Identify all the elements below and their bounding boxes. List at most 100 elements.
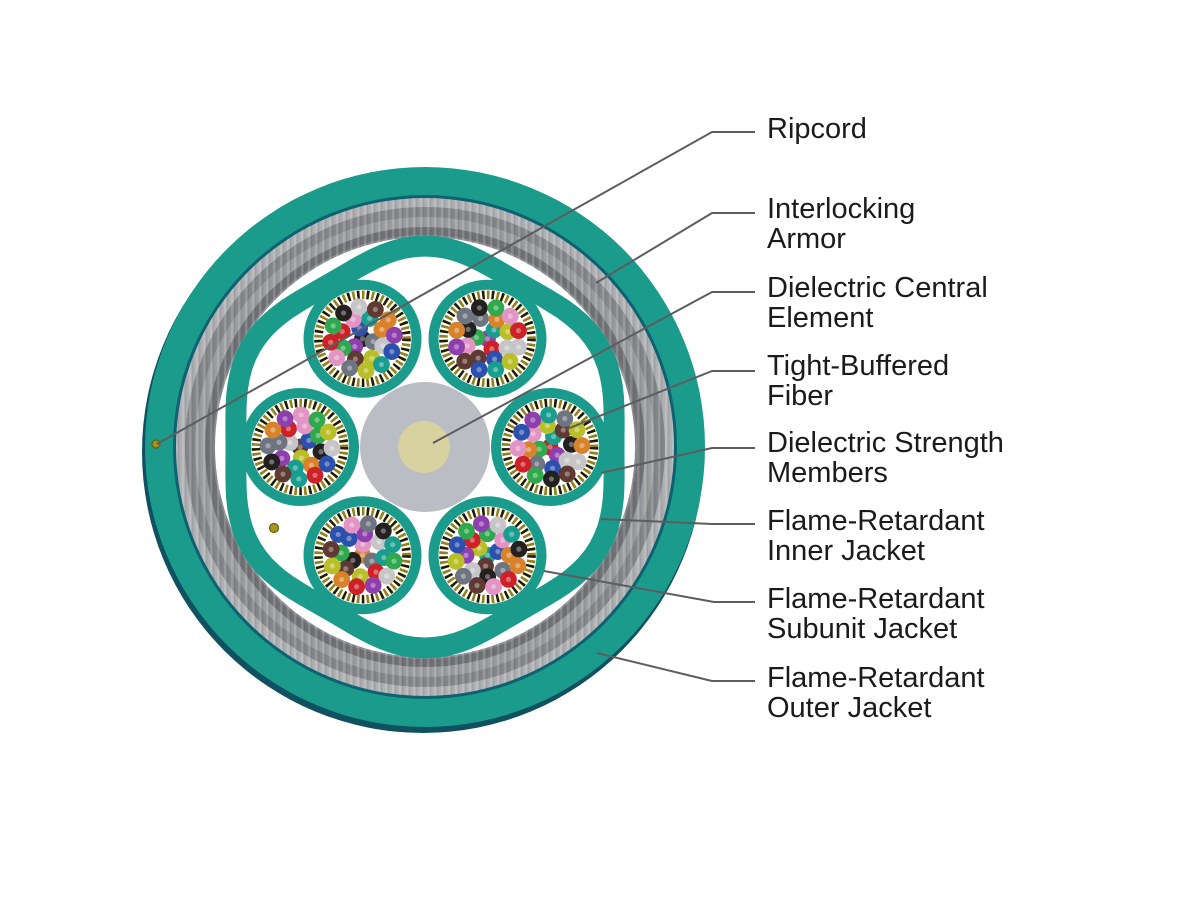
tight-buffered-fiber-dot xyxy=(323,557,341,575)
fiber-center-dot xyxy=(534,461,540,467)
fiber-center-dot xyxy=(329,445,335,451)
label-flame-retardant-subunit-jacket: Flame-Retardant Subunit Jacket xyxy=(767,583,985,645)
fiber-center-dot xyxy=(462,358,468,364)
fiber-center-dot xyxy=(298,455,304,461)
tight-buffered-fiber-dot xyxy=(343,516,361,534)
fiber-center-dot xyxy=(352,343,358,350)
tight-buffered-fiber-dot xyxy=(329,526,347,543)
leader-line xyxy=(543,570,755,603)
fiber-center-dot xyxy=(350,316,356,322)
tight-buffered-fiber-dot xyxy=(500,571,517,588)
fiber-center-dot xyxy=(516,546,522,552)
fiber-center-dot xyxy=(469,537,475,543)
tight-buffered-fiber-dot xyxy=(556,410,574,428)
fiber-center-dot xyxy=(509,531,515,537)
tight-buffered-fiber-dot xyxy=(448,536,466,554)
fiber-center-dot xyxy=(495,522,501,528)
leader-line xyxy=(156,131,755,445)
fiber-center-dot xyxy=(462,313,468,319)
fiber-center-dot xyxy=(380,528,386,534)
fiber-center-dot xyxy=(515,328,522,334)
tight-buffered-fiber-dot xyxy=(290,470,308,488)
leader-line xyxy=(566,370,755,430)
fiber-center-dot xyxy=(575,459,581,465)
tight-buffered-fiber-dot xyxy=(324,317,342,335)
tight-buffered-fiber-dot xyxy=(473,515,490,533)
fiber-center-dot xyxy=(465,326,471,332)
label-dielectric-strength-members: Dielectric Strength Members xyxy=(767,427,1004,489)
fiber-center-dot xyxy=(379,326,385,333)
fiber-center-dot xyxy=(391,332,397,338)
tight-buffered-fiber-dot xyxy=(573,437,591,454)
fiber-center-dot xyxy=(568,441,574,448)
leader-line xyxy=(600,518,755,525)
dielectric-strength-members-ring-dark xyxy=(314,507,411,604)
fiber-center-dot xyxy=(519,429,525,435)
leader-line xyxy=(600,447,755,474)
fiber-center-dot xyxy=(265,443,271,449)
tight-buffered-fiber-dot xyxy=(373,356,390,373)
fiber-center-dot xyxy=(550,433,557,440)
fiber-center-dot xyxy=(484,552,491,558)
fiber-center-dot xyxy=(485,574,491,580)
fiber-center-dot xyxy=(476,367,482,373)
fiber-center-dot xyxy=(495,548,501,555)
fiber-center-dot xyxy=(460,573,466,579)
fiber-center-dot xyxy=(312,472,318,478)
fiber-center-dot xyxy=(475,355,481,361)
fiber-center-dot xyxy=(530,417,536,423)
tight-buffered-fiber-dot xyxy=(357,362,375,379)
fiber-center-dot xyxy=(359,552,366,558)
fiber-center-dot xyxy=(389,349,395,355)
fiber-center-dot xyxy=(454,327,460,333)
tight-buffered-fiber-dot xyxy=(501,353,519,370)
fiber-center-dot xyxy=(339,576,345,583)
fiber-center-dot xyxy=(564,471,570,477)
tight-buffered-fiber-dot xyxy=(341,359,359,377)
fiber-center-dot xyxy=(354,584,360,590)
fiber-center-dot xyxy=(506,552,512,558)
fiber-center-dot xyxy=(507,358,513,365)
fiber-center-dot xyxy=(308,462,315,468)
dielectric-strength-members-ring-dark xyxy=(251,398,349,496)
tight-buffered-fiber-dot xyxy=(510,322,527,340)
fiber-center-dot xyxy=(515,563,521,569)
dielectric-strength-members-ring-dark xyxy=(439,290,536,387)
fiber-center-dot xyxy=(390,542,396,548)
fiber-center-dot xyxy=(356,304,362,310)
fiber-center-dot xyxy=(505,576,512,583)
tight-buffered-fiber-dot xyxy=(458,522,475,540)
fiber-center-dot xyxy=(549,465,556,471)
label-ripcord: Ripcord xyxy=(767,113,867,145)
fiber-center-dot xyxy=(484,531,490,537)
fiber-center-dot xyxy=(357,574,363,580)
fiber-center-dot xyxy=(574,427,580,433)
tight-buffered-fiber-dot xyxy=(328,349,346,367)
fiber-center-dot xyxy=(504,345,510,351)
fiber-center-dot xyxy=(490,584,497,590)
fiber-center-dot xyxy=(269,459,275,465)
fiber-center-dot xyxy=(306,437,312,444)
tight-buffered-fiber-dot xyxy=(503,525,521,543)
dielectric-strength-members-ring-dark xyxy=(314,290,411,387)
fiber-center-dot xyxy=(385,317,391,323)
fiber-center-dot xyxy=(491,327,497,333)
fiber-center-dot xyxy=(515,344,521,350)
fiber-center-dot xyxy=(532,472,538,478)
tight-buffered-fiber-dot xyxy=(510,540,528,558)
fiber-center-dot xyxy=(579,442,585,449)
fiber-center-dot xyxy=(370,338,376,345)
tight-buffered-fiber-dot xyxy=(378,567,396,585)
fiber-center-dot xyxy=(373,569,379,575)
fiber-center-dot xyxy=(564,457,570,463)
fiber-center-dot xyxy=(369,355,375,361)
fiber-center-dot xyxy=(362,531,368,537)
fiber-center-dot xyxy=(302,423,308,429)
fiber-center-dot xyxy=(391,558,397,564)
fiber-center-dot xyxy=(500,537,506,543)
tight-buffered-fiber-dot xyxy=(487,361,505,379)
tight-buffered-fiber-dot xyxy=(384,536,402,554)
fiber-center-dot xyxy=(453,344,460,350)
fiber-center-dot xyxy=(297,444,303,450)
